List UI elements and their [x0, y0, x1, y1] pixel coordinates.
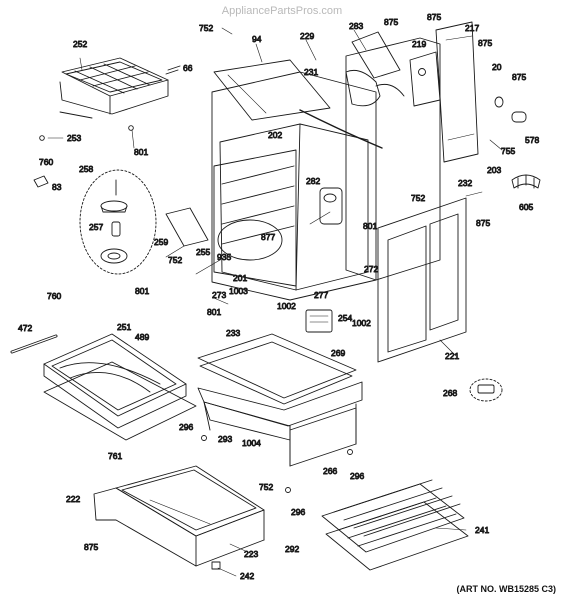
callout-label: 875 — [478, 38, 492, 48]
callout-label: 255 — [196, 247, 210, 257]
callout-label: 605 — [519, 202, 533, 212]
callout-label: 752 — [411, 193, 425, 203]
callout-label: 489 — [135, 332, 149, 342]
callout-label: 241 — [475, 525, 489, 535]
callout-label: 201 — [233, 273, 247, 283]
callout-label: 222 — [66, 494, 80, 504]
part-268-detail — [469, 378, 503, 402]
callout-label: 760 — [47, 291, 61, 301]
callout-label: 472 — [18, 323, 32, 333]
callout-label: 283 — [349, 21, 363, 31]
art-number: (ART NO. WB15285 C3) — [456, 584, 556, 594]
broil-element — [39, 57, 181, 141]
top-trim-66 — [213, 59, 331, 121]
oven-rack — [321, 479, 469, 571]
callout-label: 252 — [73, 39, 87, 49]
callout-label: 282 — [306, 176, 320, 186]
callout-label: 761 — [108, 451, 122, 461]
callout-label: 254 — [338, 313, 352, 323]
fan-assembly — [79, 169, 157, 275]
callout-label: 277 — [314, 290, 328, 300]
callout-label: 266 — [323, 466, 337, 476]
callout-label: 268 — [443, 388, 457, 398]
bake-element — [43, 333, 197, 441]
callout-label: 752 — [199, 23, 213, 33]
knob-20 — [494, 96, 504, 108]
callout-label: 83 — [52, 182, 62, 192]
control-254 — [305, 309, 333, 333]
callout-label: 20 — [492, 62, 502, 72]
oven-cavity — [211, 71, 383, 301]
callout-label: 269 — [331, 348, 345, 358]
callout-label: 1003 — [229, 286, 248, 296]
callout-labels: 752 94 229 283 875 875 219 217 875 20 87… — [18, 12, 540, 582]
callout-label: 1002 — [277, 301, 296, 311]
callout-label: 875 — [512, 72, 526, 82]
callout-label: 221 — [445, 351, 459, 361]
callout-label: 801 — [207, 307, 221, 317]
bracket-255 — [165, 207, 209, 247]
callout-label: 875 — [84, 542, 98, 552]
callout-label: 202 — [268, 130, 282, 140]
callout-label: 1004 — [242, 438, 261, 448]
callout-label: 877 — [261, 232, 275, 242]
callout-label: 578 — [525, 135, 539, 145]
drawer-support — [197, 381, 363, 493]
callout-label: 232 — [458, 178, 472, 188]
callout-label: 203 — [487, 165, 501, 175]
cap-578 — [511, 111, 527, 123]
callout-label: 257 — [89, 222, 103, 232]
callout-label: 801 — [134, 147, 148, 157]
watermark: AppliancePartsPros.com — [221, 5, 343, 17]
callout-label: 296 — [179, 422, 193, 432]
callout-label: 296 — [291, 507, 305, 517]
callout-label: 752 — [168, 255, 182, 265]
callout-label: 801 — [135, 286, 149, 296]
callout-label: 273 — [212, 290, 226, 300]
bottom-panel-233 — [197, 333, 357, 399]
callout-label: 875 — [427, 12, 441, 22]
callout-label: 242 — [240, 571, 254, 581]
callout-label: 94 — [252, 34, 262, 44]
callout-label: 293 — [218, 434, 232, 444]
callout-label: 223 — [244, 549, 258, 559]
callout-label: 272 — [364, 264, 378, 274]
side-panel-217 — [435, 21, 479, 163]
callout-label: 760 — [39, 157, 53, 167]
side-panel-221 — [377, 197, 467, 363]
callout-label: 253 — [67, 133, 81, 143]
callout-label: 231 — [304, 67, 318, 77]
callout-label: 752 — [259, 482, 273, 492]
callout-label: 935 — [217, 252, 231, 262]
callout-label: 259 — [154, 237, 168, 247]
clip-605 — [511, 174, 541, 189]
callout-label: 219 — [412, 39, 426, 49]
callout-label: 66 — [183, 63, 193, 73]
callout-label: 875 — [476, 218, 490, 228]
callout-label: 251 — [117, 322, 131, 332]
callout-label: 217 — [465, 23, 479, 33]
callout-label: 1002 — [352, 318, 371, 328]
callout-label: 875 — [384, 17, 398, 27]
callout-label: 296 — [350, 471, 364, 481]
callout-label: 292 — [285, 544, 299, 554]
callout-label: 229 — [300, 31, 314, 41]
callout-label: 801 — [363, 221, 377, 231]
callout-label: 258 — [79, 164, 93, 174]
bracket-83 — [33, 175, 49, 188]
callout-label: 755 — [501, 146, 515, 156]
storage-drawer — [93, 465, 265, 570]
callout-label: 233 — [226, 328, 240, 338]
leader-lines — [47, 27, 503, 577]
